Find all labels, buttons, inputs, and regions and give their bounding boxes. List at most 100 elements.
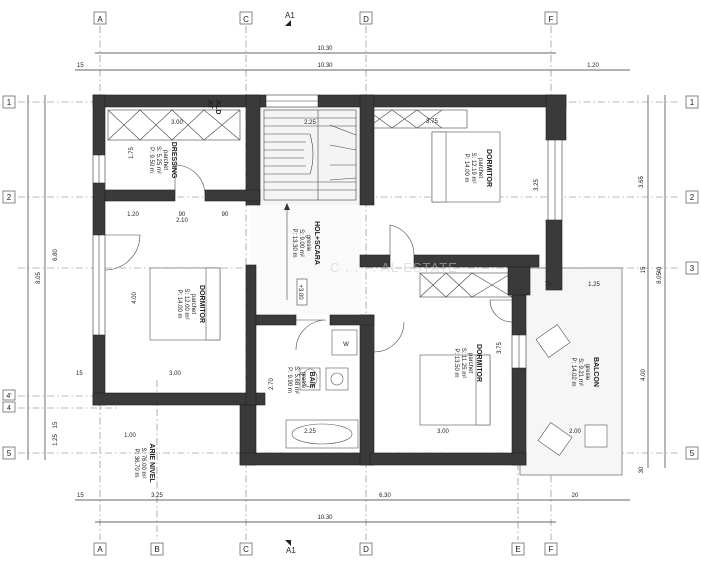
- svg-text:DRESSING: DRESSING: [170, 142, 177, 179]
- dim-100: 1.00: [124, 433, 136, 439]
- dim-bottom-right: 20: [572, 493, 579, 499]
- dim-top-outer: 10.30: [317, 46, 333, 52]
- grid-label-bottom-b: B: [154, 545, 159, 554]
- stair-direction-arrow: [284, 203, 290, 300]
- svg-text:BAIE: BAIE: [308, 372, 315, 389]
- dim-bath-h: 2.70: [269, 378, 275, 390]
- level-mark: +3.00: [296, 278, 308, 306]
- dim-210: 2.10: [176, 218, 188, 224]
- svg-text:parchet: parchet: [190, 294, 196, 314]
- svg-text:gresie: gresie: [300, 372, 306, 389]
- grid-label-bottom-c: C: [243, 545, 249, 554]
- doors: [104, 164, 513, 353]
- dim-top-right: 1.20: [587, 63, 599, 69]
- grid-label-right-2: 2: [690, 193, 695, 202]
- svg-text:S: 5.25 m²: S: 5.25 m²: [155, 146, 161, 174]
- grid-label-right-1: 1: [690, 98, 695, 107]
- dim-dressing-w: 3.00: [171, 120, 183, 126]
- room-dimensions: 3.00 1.75 2.25 3.75 3.25 1.20 90 90 2.10…: [76, 119, 600, 439]
- room-label-balcon: BALCON gresie S: 9.21 m² P: 14.02 m: [570, 357, 599, 387]
- wc-mark: W: [343, 342, 349, 348]
- grid-label-top-a: A: [97, 15, 103, 24]
- grid-bubbles: A C D F A B C D E F 1 2 4' 4 5 1 2: [2, 11, 699, 556]
- svg-text:DORMITOR: DORMITOR: [198, 285, 205, 323]
- area-summary: ARIE NIVEL S: 76.00 m² P: 36.70 m: [133, 443, 155, 483]
- stair: [263, 109, 357, 201]
- dimension-lines: [27, 52, 666, 523]
- svg-text:BALCON: BALCON: [592, 357, 599, 387]
- dim-right-15: 15: [641, 266, 647, 273]
- dim-bed1-h: 3.25: [534, 179, 540, 191]
- wardrobes: [107, 109, 513, 298]
- dim-bed2-h: 4.00: [132, 292, 138, 304]
- room-label-hol: HOL+SCARA gresie S: 9.00 m² P: 13.30 m: [291, 221, 320, 265]
- grid-label-top-f: F: [549, 15, 554, 24]
- svg-text:P: 14.00 m: P: 14.00 m: [176, 289, 182, 318]
- dim-bottom-mid: 6.30: [379, 493, 391, 499]
- dim-bottom-total: 10.30: [317, 515, 333, 521]
- svg-text:S: 12.19 m²: S: 12.19 m²: [470, 152, 476, 183]
- grid-label-left-4prime: 4': [6, 393, 11, 400]
- dim-bottom-left: 3.25: [151, 493, 163, 499]
- dim-balc-200: 2.00: [569, 429, 581, 435]
- svg-text:S: 9.21 m²: S: 9.21 m²: [577, 358, 583, 386]
- dim-left-8-05: 8.05: [36, 272, 42, 284]
- dim-stair-w: 2.25: [304, 120, 316, 126]
- section-marks: A1 A1: [285, 11, 296, 555]
- dim-left-6-80: 6.80: [53, 249, 59, 261]
- grid-label-left-5: 5: [7, 449, 12, 458]
- grid-label-left-4: 4: [7, 405, 11, 412]
- grid-label-bottom-e: E: [515, 545, 520, 554]
- svg-text:DORMITOR: DORMITOR: [485, 149, 492, 187]
- dim-right-40: 40: [657, 266, 663, 273]
- svg-text:gresie: gresie: [305, 235, 311, 252]
- dim-balc-125: 1.25: [588, 282, 600, 288]
- dim-bed1-w: 3.75: [426, 119, 438, 125]
- svg-text:P: 13.30 m: P: 13.30 m: [291, 228, 297, 257]
- dim-dressing-h: 1.75: [129, 147, 135, 159]
- svg-text:DORMITOR: DORMITOR: [475, 344, 482, 382]
- dimension-labels: 10.30 10.30 15 1.20 15 3.25 6.30 20 10.3…: [36, 46, 663, 521]
- grid-label-bottom-d: D: [363, 545, 369, 554]
- svg-text:S: 76.00 m²: S: 76.00 m²: [140, 447, 146, 478]
- dim-right-3-65: 3.65: [639, 176, 645, 188]
- room-label-baie: BAIE gresie S: 5.68 m² P: 9.90 m: [286, 366, 315, 394]
- furniture: W: [149, 131, 608, 456]
- grid-label-top-d: D: [363, 15, 369, 24]
- top-left-fragment: ALD AT: [206, 100, 221, 114]
- svg-text:S: 9.00 m²: S: 9.00 m²: [298, 229, 304, 257]
- dim-right-8-05: 8.05: [657, 272, 663, 284]
- grid-label-right-3: 3: [690, 264, 695, 273]
- svg-text:S: 12.00 m²: S: 12.00 m²: [183, 288, 189, 319]
- grid-label-left-1: 1: [7, 98, 12, 107]
- windows: [92, 94, 563, 369]
- dim-right-4-00: 4.00: [641, 369, 647, 381]
- dim-bottom-small: 15: [77, 493, 84, 499]
- svg-text:P: 36.70 m: P: 36.70 m: [133, 448, 139, 477]
- svg-text:ALD: ALD: [214, 100, 221, 114]
- dim-right-30: 30: [639, 466, 645, 473]
- dim-top-small: 15: [77, 63, 84, 69]
- dim-90b: 90: [222, 212, 229, 218]
- svg-text:parchet: parchet: [467, 353, 473, 373]
- dim-90a: 90: [179, 212, 186, 218]
- room-label-dressing: DRESSING parchet S: 5.25 m² P: 9.50 m: [148, 142, 177, 179]
- walls: [92, 94, 567, 466]
- watermark: C . . . . AL ESTATE: [330, 260, 458, 275]
- dim-bed3-h: 3.75: [497, 342, 503, 354]
- section-mark-top: A1: [285, 11, 295, 20]
- svg-text:P: 13.50 m: P: 13.50 m: [453, 348, 459, 377]
- svg-text:P: 9.90 m: P: 9.90 m: [286, 367, 292, 393]
- dim-bed3-w: 3.00: [437, 429, 449, 435]
- svg-text:+3.00: +3.00: [297, 284, 303, 300]
- grid-label-bottom-a: A: [97, 545, 103, 554]
- dim-left-1-25: 1.25: [53, 434, 59, 446]
- svg-text:gresie: gresie: [584, 364, 590, 381]
- section-mark-bottom: A1: [286, 546, 296, 555]
- room-label-bed2: DORMITOR parchet S: 12.00 m² P: 14.00 m: [176, 285, 205, 323]
- dim-15a: 15: [76, 371, 83, 377]
- dim-bath-w: 2.25: [304, 429, 316, 435]
- dim-balc-75: 75: [545, 282, 552, 288]
- dim-top-overall: 10.30: [317, 63, 333, 69]
